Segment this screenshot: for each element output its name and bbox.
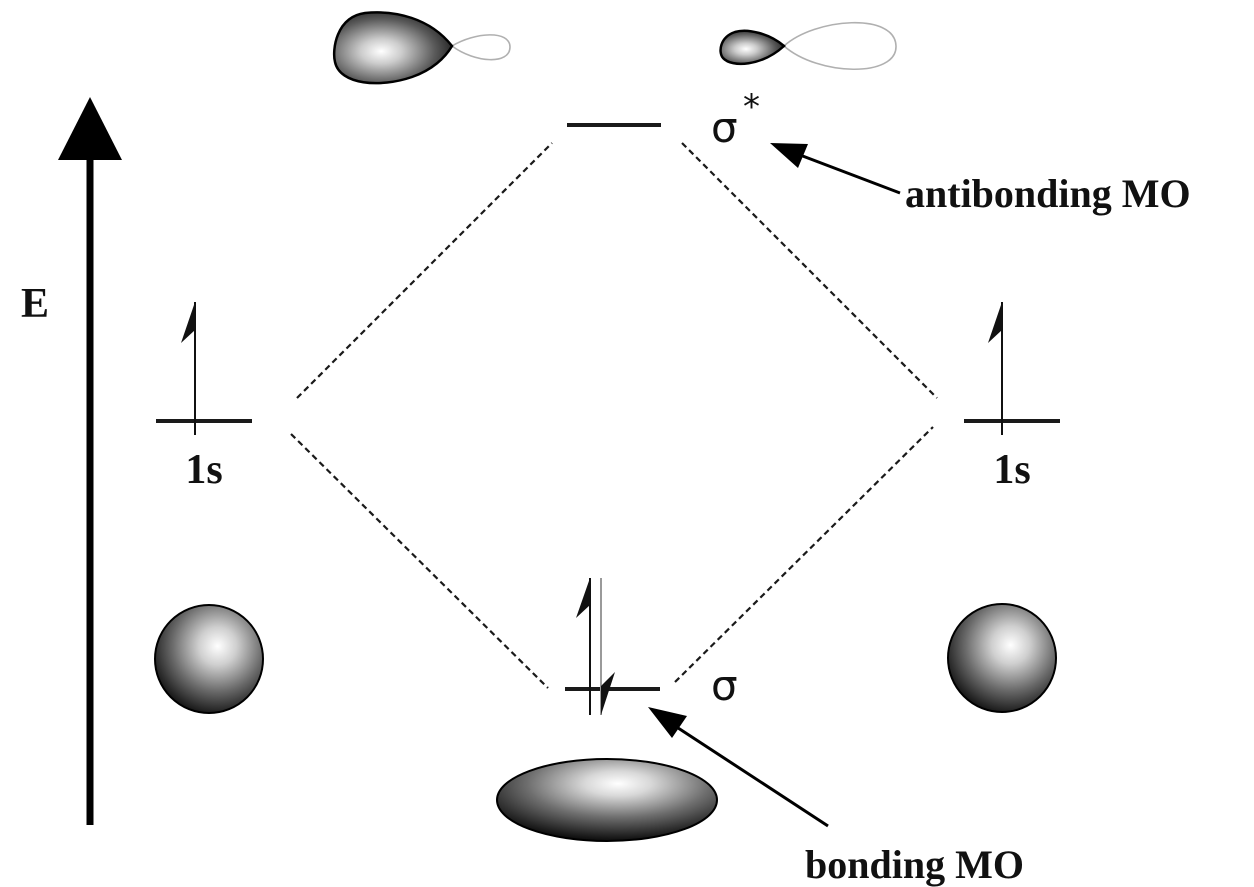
atomic-orbital-right: 1s (964, 302, 1060, 493)
electron-spin-up-bonding (576, 578, 591, 715)
antibonding-lobe-shaded-right (719, 29, 786, 66)
corr-left-to-antibonding (296, 142, 553, 399)
bonding-mo: σ (565, 578, 738, 715)
atomic-label-right: 1s (993, 447, 1030, 493)
bonding-pointer-line (671, 722, 829, 828)
bonding-orbital-picture (496, 758, 718, 842)
antibonding-orbital-picture-right (719, 21, 897, 70)
electron-spin-up-left (181, 302, 196, 435)
antibonding-lobe-outline-right (782, 21, 897, 70)
antibonding-label: antibonding MO (905, 171, 1191, 216)
bonding-symbol: σ (711, 661, 738, 710)
energy-axis: E (21, 97, 122, 825)
antibonding-pointer-head (770, 143, 808, 168)
antibonding-orbital-picture-left (332, 11, 511, 85)
atomic-label-left: 1s (185, 447, 222, 493)
electron-spin-down-bonding (600, 578, 615, 715)
antibonding-mo: σ * (567, 87, 760, 152)
energy-axis-label: E (21, 281, 49, 327)
energy-axis-arrowhead (58, 97, 122, 160)
s-orbital-sphere-left (154, 604, 264, 714)
bonding-pointer-head (648, 707, 687, 738)
bonding-annotation: bonding MO (648, 707, 1024, 887)
electron-spin-up-right (988, 302, 1003, 435)
corr-right-to-antibonding (681, 142, 938, 399)
bonding-label: bonding MO (805, 842, 1024, 887)
antibonding-pointer-line (799, 153, 901, 195)
antibonding-star: * (743, 87, 760, 127)
antibonding-lobe-outline-left (450, 34, 511, 61)
atomic-orbital-left: 1s (156, 302, 252, 493)
corr-left-to-bonding (290, 433, 549, 689)
correlation-lines (290, 142, 938, 689)
corr-right-to-bonding (674, 426, 934, 683)
antibonding-annotation: antibonding MO (770, 143, 1191, 216)
antibonding-lobe-shaded-left (332, 11, 454, 85)
antibonding-symbol: σ (711, 103, 738, 152)
s-orbital-sphere-right (947, 603, 1057, 713)
